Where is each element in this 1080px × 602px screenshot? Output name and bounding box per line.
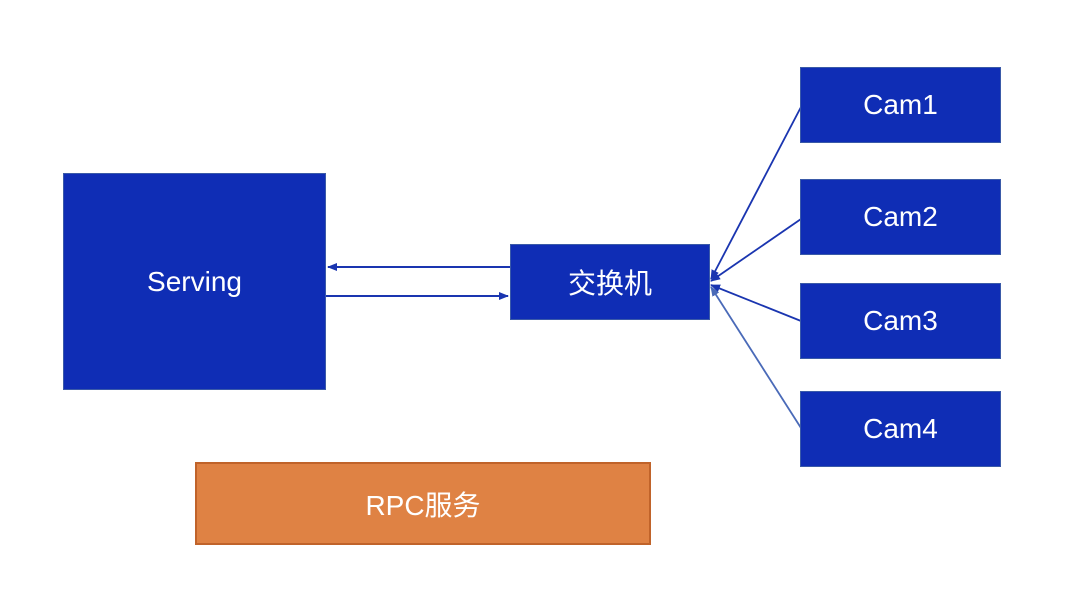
cam1-label: Cam1 — [863, 89, 938, 120]
cam4-node: Cam4 — [800, 391, 1001, 467]
switch-node: 交换机 — [510, 244, 710, 320]
rpc-service-node: RPC服务 — [195, 462, 651, 545]
cam2-label: Cam2 — [863, 201, 938, 232]
edge-cam3-to-switch — [710, 284, 802, 322]
cam2-node: Cam2 — [800, 179, 1001, 255]
edge-cam4-to-switch — [710, 286, 802, 429]
edge-cam2-to-switch — [710, 218, 802, 282]
rpc-service-label: RPC服务 — [365, 489, 481, 521]
cam4-label: Cam4 — [863, 413, 938, 444]
switch-label: 交换机 — [567, 268, 652, 299]
serving-node: Serving — [63, 173, 326, 390]
serving-label: Serving — [147, 265, 242, 297]
edge-cam1-to-switch — [710, 106, 802, 280]
cam3-label: Cam3 — [863, 305, 938, 336]
cam3-node: Cam3 — [800, 283, 1001, 359]
cam1-node: Cam1 — [800, 67, 1001, 143]
